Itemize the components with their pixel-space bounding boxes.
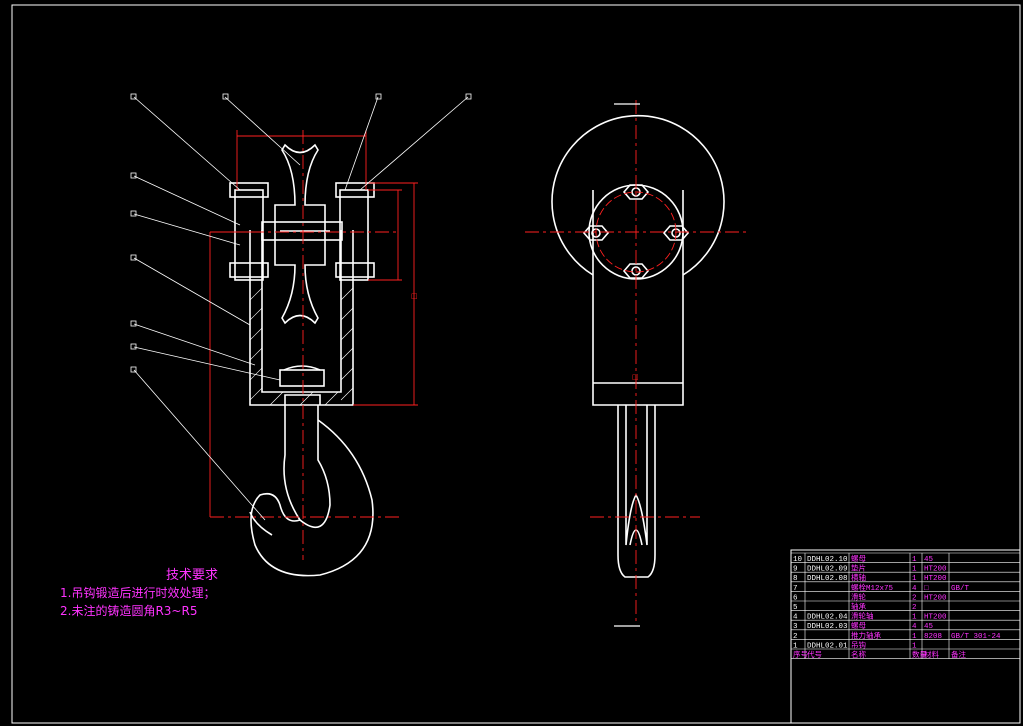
bom-cell-material: HT200 (924, 566, 947, 574)
side-view (551, 114, 725, 578)
bom-cell-qty: 4 (912, 623, 917, 631)
bom-cell-no: 7 (793, 585, 798, 593)
bom-cell-no: 6 (793, 594, 798, 602)
bom-header-material: 材料 (924, 649, 939, 660)
front-view-balloons (130, 93, 472, 373)
bom-cell-name: 吊钩 (851, 639, 866, 650)
bom-cell-material: 45 (924, 556, 934, 564)
bom-cell-qty: 1 (912, 556, 917, 564)
bom-cell-no: 2 (793, 633, 798, 641)
bom-cell-remark: GB/T 301-24 (951, 633, 1001, 641)
tech-requirements-heading: 技术要求 (166, 568, 218, 583)
bom-header-remark: 备注 (951, 649, 966, 660)
bom-cell-material: HT200 (924, 594, 947, 602)
bom-cell-code: DDHL02.09 (807, 566, 848, 574)
side-view-ticks (614, 103, 640, 627)
bom-cell-code: DDHL02.03 (807, 623, 848, 631)
bom-cell-qty: 1 (912, 633, 917, 641)
bom-cell-material: □ (924, 585, 929, 593)
bom-cell-name: 螺栓M12x75 (851, 582, 894, 593)
dim-side-center: □ (632, 373, 639, 381)
drawing-frame (11, 4, 1021, 724)
bom-cell-material: 45 (924, 623, 934, 631)
tech-requirements: 技术要求 1.吊钩锻造后进行时效处理； 2.未注的铸造圆角R3~R5 (60, 568, 218, 618)
front-view (229, 143, 375, 577)
bom-cell-code: DDHL02.08 (807, 575, 848, 583)
bom-cell-no: 9 (793, 566, 798, 574)
bom-cell-name: 轴承 (851, 601, 866, 612)
bom-cell-qty: 2 (912, 594, 917, 602)
bom-cell-code: DDHL02.01 (807, 642, 848, 650)
bom-cell-material: HT200 (924, 614, 947, 622)
bom-cell-qty: 1 (912, 614, 917, 622)
bom-cell-qty: 1 (912, 566, 917, 574)
bom-cell-name: 螺母 (851, 620, 866, 631)
bom-cell-qty: 4 (912, 585, 917, 593)
bom-cell-name: 横轴 (851, 572, 866, 583)
bom-cell-no: 10 (793, 556, 803, 564)
bom-cell-name: 垫片 (851, 563, 866, 574)
bom-header-name: 名称 (851, 649, 866, 660)
bom-cell-name: 滑轮轴 (851, 611, 874, 622)
bom-cell-no: 4 (793, 614, 798, 622)
bom-cell-remark: GB/T (951, 585, 970, 593)
bom-cell-name: 滑轮 (851, 591, 866, 602)
dim-front-height: □ (411, 292, 418, 300)
tech-requirement-1: 1.吊钩锻造后进行时效处理； (60, 585, 215, 600)
bom-cell-no: 8 (793, 575, 798, 583)
tech-requirement-2: 2.未注的铸造圆角R3~R5 (60, 603, 197, 618)
bom-cell-name: 螺母 (851, 553, 866, 564)
bom-cell-code: DDHL02.10 (807, 556, 848, 564)
bom-cell-material: 8208 (924, 633, 942, 641)
bom-cell-name: 推力轴承 (851, 630, 881, 641)
bom-cell-qty: 2 (912, 604, 917, 612)
bom-cell-no: 1 (793, 642, 798, 650)
bom-cell-code: DDHL02.04 (807, 614, 848, 622)
bom-cell-no: 3 (793, 623, 798, 631)
bom-header-no: 序号 (793, 649, 808, 660)
bom-header-qty: 数量 (912, 649, 927, 660)
bom-cell-qty: 1 (912, 642, 917, 650)
side-view-centerlines (525, 100, 750, 625)
front-view-centerlines (209, 130, 418, 560)
bom-header-code: 代号 (807, 649, 822, 660)
front-view-leaders (133, 96, 469, 521)
bom-cell-no: 5 (793, 604, 798, 612)
bom-cell-qty: 1 (912, 575, 917, 583)
bom-cell-material: HT200 (924, 575, 947, 583)
